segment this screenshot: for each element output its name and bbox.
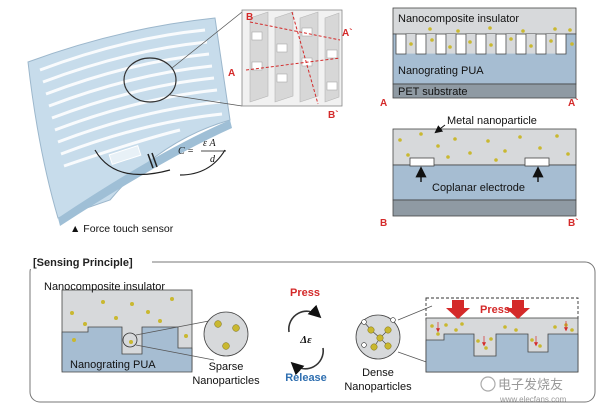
zoom-circle — [123, 57, 177, 103]
cross-section-aa: Nanocomposite insulator Nanograting PUA … — [380, 7, 579, 109]
grating-zoom-inset: B A` A B` — [228, 9, 353, 121]
aa-left-mark: A — [380, 98, 387, 109]
sensing-principle-frame — [29, 261, 596, 403]
coplanar-electrode-label: Coplanar electrode — [432, 182, 525, 194]
section-mark-a-prime: A` — [342, 28, 353, 39]
dense-label-line2: Nanoparticles — [344, 381, 412, 393]
formula-denominator: d — [210, 154, 216, 165]
watermark-text: 电子发烧友 — [498, 377, 563, 392]
nanograting-pua-label: Nanograting PUA — [398, 65, 484, 77]
section-mark-b: B — [246, 12, 253, 23]
watermark: 电子发烧友 www.elecfans.com — [480, 376, 567, 404]
section-mark-a: A — [228, 68, 235, 79]
sensing-grating-label: Nanograting PUA — [70, 359, 156, 371]
capacitance-formula: C = ε A d — [178, 138, 226, 165]
pet-substrate-label: PET substrate — [398, 86, 468, 98]
force-touch-caption: ▲ Force touch sensor — [70, 223, 174, 235]
sensing-principle-panel: [Sensing Principle] Nanocomposite insula… — [29, 255, 596, 403]
electrode-left — [409, 157, 435, 167]
electrode-right — [524, 157, 550, 167]
aa-right-mark: A` — [568, 98, 579, 109]
formula-lhs: C = — [178, 146, 194, 157]
sensing-insulator-label: Nanocomposite insulator — [44, 281, 165, 293]
delta-epsilon-label: Δε — [299, 334, 312, 346]
bb-left-mark: B — [380, 218, 387, 229]
release-label: Release — [285, 372, 327, 384]
sensing-principle-title: [Sensing Principle] — [33, 257, 133, 269]
sensor-sheet-edge — [58, 120, 232, 226]
pet-substrate-aa — [392, 83, 577, 99]
nanocomposite-insulator-label: Nanocomposite insulator — [398, 13, 519, 25]
cross-section-bb: Metal nanoparticle Coplanar electrode B … — [380, 115, 579, 229]
formula-numerator: ε A — [203, 138, 216, 149]
section-mark-b-prime: B` — [328, 110, 339, 121]
sparse-label-line2: Nanoparticles — [192, 375, 260, 387]
press-arrow-right — [506, 300, 530, 319]
metal-nanoparticle-label: Metal nanoparticle — [447, 115, 537, 127]
sparse-label-line1: Sparse — [209, 361, 244, 373]
watermark-url: www.elecfans.com — [499, 395, 567, 404]
force-touch-sensor-illustration — [27, 11, 243, 226]
press-label: Press — [290, 287, 320, 299]
press-arrow-left — [446, 300, 470, 319]
substrate-bb — [392, 199, 577, 217]
watermark-logo-icon — [480, 376, 496, 392]
bb-right-mark: B` — [568, 218, 579, 229]
press-box-label: Press — [480, 304, 510, 316]
press-release-cycle: Press Δε Release — [285, 287, 327, 384]
dense-label-line1: Dense — [362, 367, 394, 379]
